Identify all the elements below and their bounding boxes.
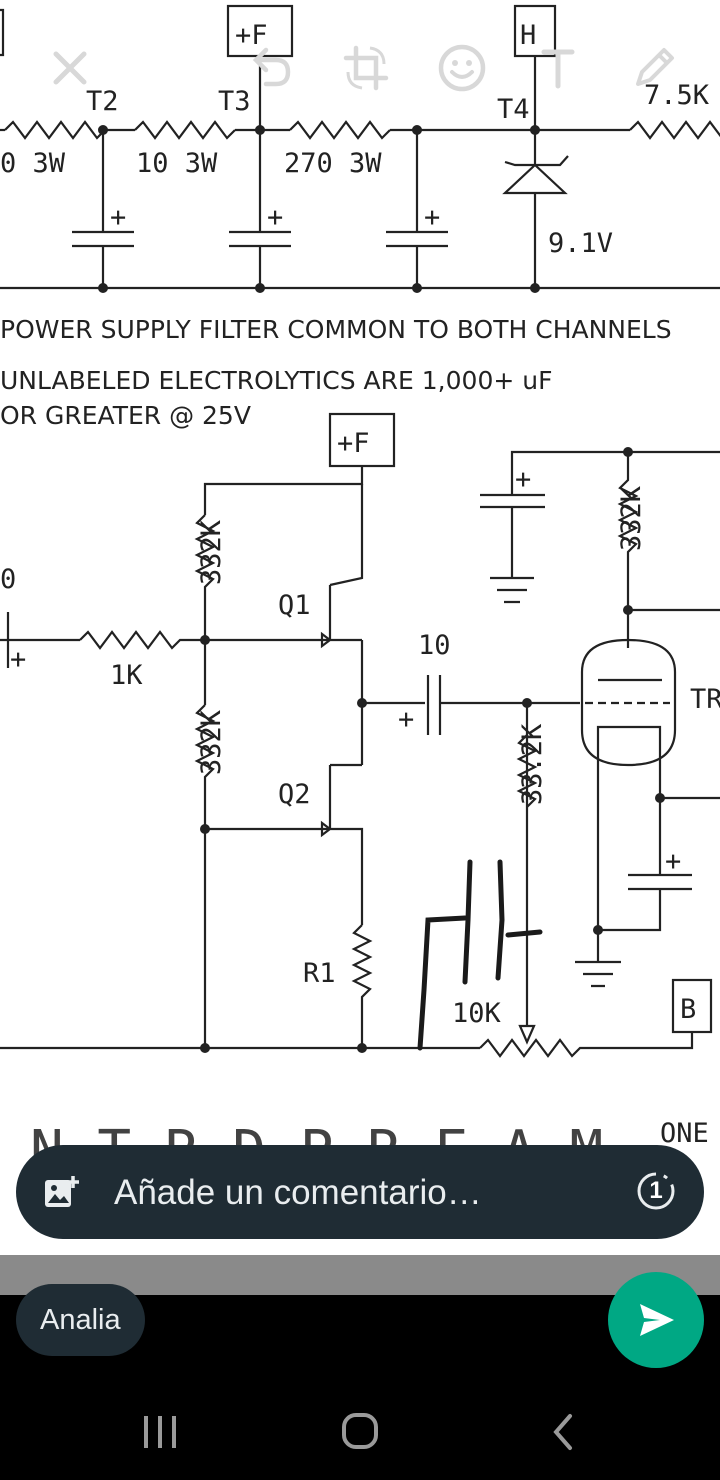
comment-input[interactable] — [112, 1165, 616, 1221]
label-f-top: +F — [235, 20, 268, 51]
label-plus: + — [398, 704, 414, 735]
view-once-icon[interactable] — [636, 1171, 676, 1211]
recipient-chip[interactable]: Analia — [16, 1284, 145, 1356]
label-q2: Q2 — [278, 779, 311, 810]
label-h: H — [520, 20, 536, 51]
label-332k-bottom: 332K — [196, 709, 227, 775]
label-cap-10: 10 — [418, 630, 451, 661]
label-r-10: 10 3W — [136, 148, 218, 179]
label-zener: 9.1V — [548, 228, 613, 259]
label-plus: + — [424, 202, 440, 233]
label-r1: R1 — [303, 958, 336, 989]
home-icon[interactable] — [330, 1410, 390, 1454]
sticker-emoji-icon[interactable] — [432, 38, 492, 98]
label-plus: + — [110, 202, 126, 233]
image-preview[interactable]: +F H T2 T3 T4 0 3W 10 3W 270 3W 7.5K 9.1… — [0, 0, 720, 1295]
label-r-270: 270 3W — [284, 148, 382, 179]
label-b: B — [680, 994, 696, 1025]
label-plus: + — [267, 202, 283, 233]
label-plus: + — [515, 464, 531, 495]
system-nav-bar — [0, 1380, 720, 1480]
label-332k-top: 332K — [196, 519, 227, 585]
label-tube: TR — [690, 684, 720, 715]
label-plus: + — [10, 644, 26, 675]
send-icon — [640, 1304, 674, 1336]
recents-icon[interactable] — [130, 1410, 190, 1454]
schematic-image: +F H T2 T3 T4 0 3W 10 3W 270 3W 7.5K 9.1… — [0, 4, 720, 1184]
label-one: ONE — [660, 1118, 709, 1149]
label-f-bottom: +F — [337, 428, 370, 459]
close-icon[interactable] — [40, 38, 100, 98]
label-r-left: 0 3W — [0, 148, 66, 179]
draw-pen-icon[interactable] — [624, 38, 684, 98]
label-zero: 0 — [0, 564, 16, 595]
comment-bar[interactable]: 1 — [16, 1145, 704, 1239]
view-once-count: 1 — [649, 1177, 663, 1204]
send-button[interactable] — [608, 1272, 704, 1368]
label-t4: T4 — [497, 94, 530, 125]
label-33k2: 33.2K — [517, 723, 548, 805]
label-q1: Q1 — [278, 590, 311, 621]
edit-toolbar — [0, 0, 720, 130]
label-r-7k5: 7.5K — [644, 80, 710, 111]
note-line-1: POWER SUPPLY FILTER COMMON TO BOTH CHANN… — [0, 315, 672, 344]
label-t3: T3 — [218, 86, 251, 117]
label-t2: T2 — [86, 86, 119, 117]
label-332k-right: 332K — [616, 485, 647, 551]
add-photo-icon[interactable] — [44, 1175, 80, 1209]
note-line-2: UNLABELED ELECTROLYTICS ARE 1,000+ uF — [0, 366, 552, 395]
label-1k: 1K — [110, 660, 143, 691]
label-pot-10k: 10K — [452, 998, 502, 1029]
back-icon[interactable] — [532, 1410, 592, 1454]
note-line-3: OR GREATER @ 25V — [0, 401, 251, 430]
text-icon[interactable] — [528, 38, 588, 98]
label-plus: + — [665, 846, 681, 877]
crop-rotate-icon[interactable] — [336, 38, 396, 98]
undo-icon[interactable] — [240, 38, 300, 98]
